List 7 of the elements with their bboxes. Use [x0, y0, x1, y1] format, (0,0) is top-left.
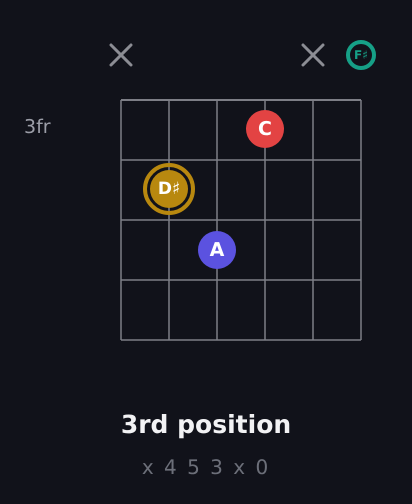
- note-label: A: [210, 240, 224, 260]
- fret-number: 3fr: [24, 118, 51, 137]
- note-label: C: [258, 120, 272, 138]
- note-label: D♯: [158, 180, 180, 198]
- fingering-text: x 4 5 3 x 0: [142, 457, 270, 477]
- chord-title: 3rd position: [120, 412, 292, 437]
- note-label: F♯: [354, 49, 368, 61]
